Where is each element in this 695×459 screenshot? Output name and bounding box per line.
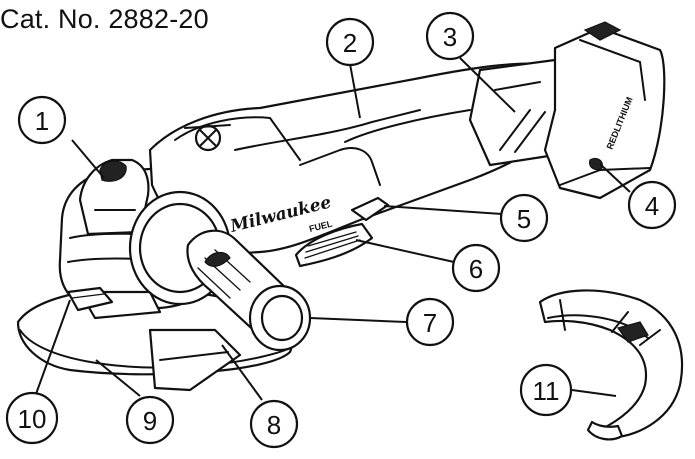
callout-11: 11 (519, 363, 573, 417)
callout-10: 10 (5, 391, 59, 445)
leader-lines (35, 57, 631, 401)
callout-1: 1 (17, 95, 67, 145)
svg-text:1: 1 (35, 106, 49, 136)
svg-text:3: 3 (443, 22, 457, 52)
paddle-switch (294, 222, 374, 268)
callout-5: 5 (499, 193, 549, 243)
callout-9: 9 (125, 395, 175, 445)
motor-housing: Milwaukee FUEL (148, 62, 572, 257)
svg-text:2: 2 (343, 28, 357, 58)
svg-text:7: 7 (423, 308, 437, 338)
svg-text:11: 11 (533, 376, 560, 406)
svg-text:4: 4 (645, 191, 659, 221)
svg-text:6: 6 (469, 254, 483, 284)
flange (66, 286, 114, 312)
callout-7: 7 (405, 297, 455, 347)
callout-4: 4 (627, 180, 677, 230)
side-handle (128, 190, 312, 352)
svg-text:9: 9 (143, 406, 157, 436)
lock-off-lever (350, 196, 390, 222)
type-27-guard (538, 289, 684, 441)
spindle-lock-button (78, 158, 150, 236)
catalog-number: Cat. No. 2882-20 (0, 4, 209, 34)
callout-2: 2 (325, 17, 375, 67)
svg-text:8: 8 (267, 410, 281, 440)
svg-text:5: 5 (517, 204, 531, 234)
callout-8: 8 (249, 399, 299, 449)
callout-6: 6 (451, 243, 501, 293)
wheel-guard (16, 287, 293, 392)
svg-text:10: 10 (18, 404, 47, 434)
battery-pack: REDLITHIUM (543, 21, 666, 200)
callout-3: 3 (425, 11, 475, 61)
